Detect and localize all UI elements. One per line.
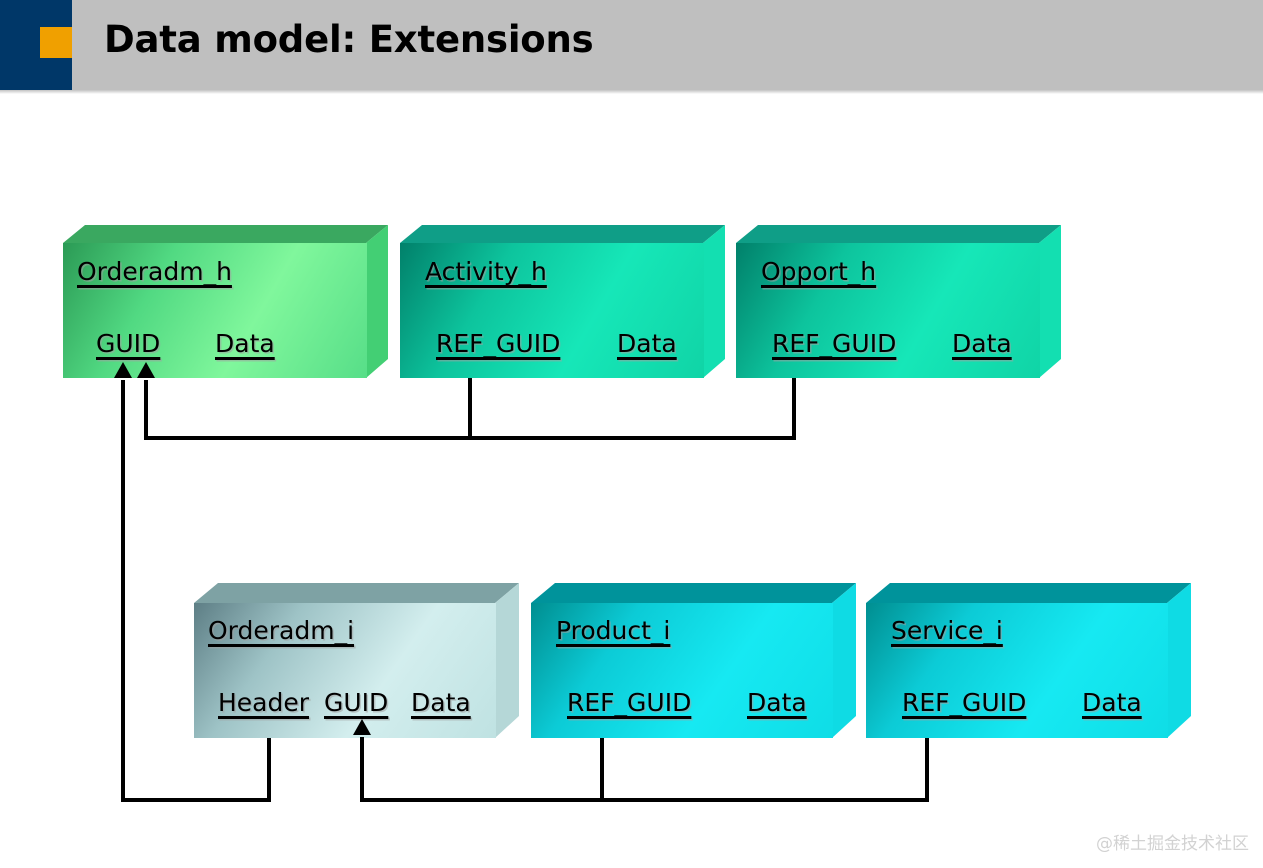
box-field-1: Data (747, 688, 807, 717)
box-top-face (531, 583, 856, 604)
box-top-face (400, 225, 725, 244)
box-title: Service_i (891, 616, 1003, 645)
box-field-0: REF_GUID (567, 688, 692, 717)
box-front-face (736, 243, 1040, 378)
connector-orderadm-i-header-riser (121, 380, 125, 800)
arrowhead-orderadm-i-guid (353, 719, 371, 735)
connector-activity-to-orderadm-h-vertical (468, 378, 472, 440)
box-field-1: Data (1082, 688, 1142, 717)
entity-box-orderadm-i[interactable]: Orderadm_i Header GUID Data (194, 583, 519, 738)
box-side-face (832, 583, 857, 738)
entity-box-activity-h[interactable]: Activity_h REF_GUID Data (400, 225, 725, 378)
entity-box-opport-h[interactable]: Opport_h REF_GUID Data (736, 225, 1061, 378)
slide-header-bar (0, 0, 1263, 90)
box-side-face (366, 225, 389, 378)
page-title: Data model: Extensions (104, 18, 594, 61)
box-title: Orderadm_i (208, 616, 355, 645)
box-side-face (703, 225, 726, 378)
header-shadow (0, 90, 1263, 94)
box-field-1: Data (215, 329, 275, 358)
box-title: Activity_h (425, 257, 547, 286)
box-field-0: REF_GUID (772, 329, 897, 358)
entity-box-product-i[interactable]: Product_i REF_GUID Data (531, 583, 856, 738)
connector-opport-to-orderadm-h-vertical (792, 378, 796, 440)
connector-product-i-drop (600, 738, 604, 800)
watermark: @稀土掘金技术社区 (1096, 834, 1249, 854)
box-side-face (495, 583, 520, 738)
entity-box-service-i[interactable]: Service_i REF_GUID Data (866, 583, 1191, 738)
connector-bottom-horizontal (360, 798, 929, 802)
box-field-0: GUID (96, 329, 161, 358)
entity-box-orderadm-h[interactable]: Orderadm_h GUID Data (63, 225, 388, 378)
box-top-face (194, 583, 519, 604)
box-top-face (63, 225, 388, 243)
connector-top-horizontal (144, 436, 796, 440)
box-title: Opport_h (761, 257, 877, 286)
box-front-face (400, 243, 704, 378)
box-title: Orderadm_h (77, 257, 232, 286)
box-field-2: Data (411, 688, 471, 717)
box-front-face (194, 603, 496, 738)
connector-service-i-drop (925, 738, 929, 800)
box-front-face (531, 603, 833, 738)
box-field-1: Data (617, 329, 677, 358)
box-front-face (63, 243, 367, 378)
box-field-1: GUID (324, 688, 389, 717)
connector-top-riser (144, 380, 148, 438)
connector-orderadm-i-header-horizontal (121, 798, 271, 802)
arrowhead-orderadm-h-guid-right (137, 362, 155, 378)
box-field-0: REF_GUID (436, 329, 561, 358)
box-top-face (866, 583, 1191, 604)
box-field-1: Data (952, 329, 1012, 358)
box-side-face (1039, 225, 1062, 378)
connector-orderadm-i-header-drop (267, 738, 271, 800)
header-accent-square (40, 27, 72, 58)
box-side-face (1167, 583, 1192, 738)
arrowhead-orderadm-h-guid-left (114, 362, 132, 378)
box-field-0: Header (218, 688, 310, 717)
box-front-face (866, 603, 1168, 738)
connector-bottom-riser (360, 737, 364, 800)
box-title: Product_i (556, 616, 671, 645)
box-top-face (736, 225, 1061, 244)
box-field-0: REF_GUID (902, 688, 1027, 717)
